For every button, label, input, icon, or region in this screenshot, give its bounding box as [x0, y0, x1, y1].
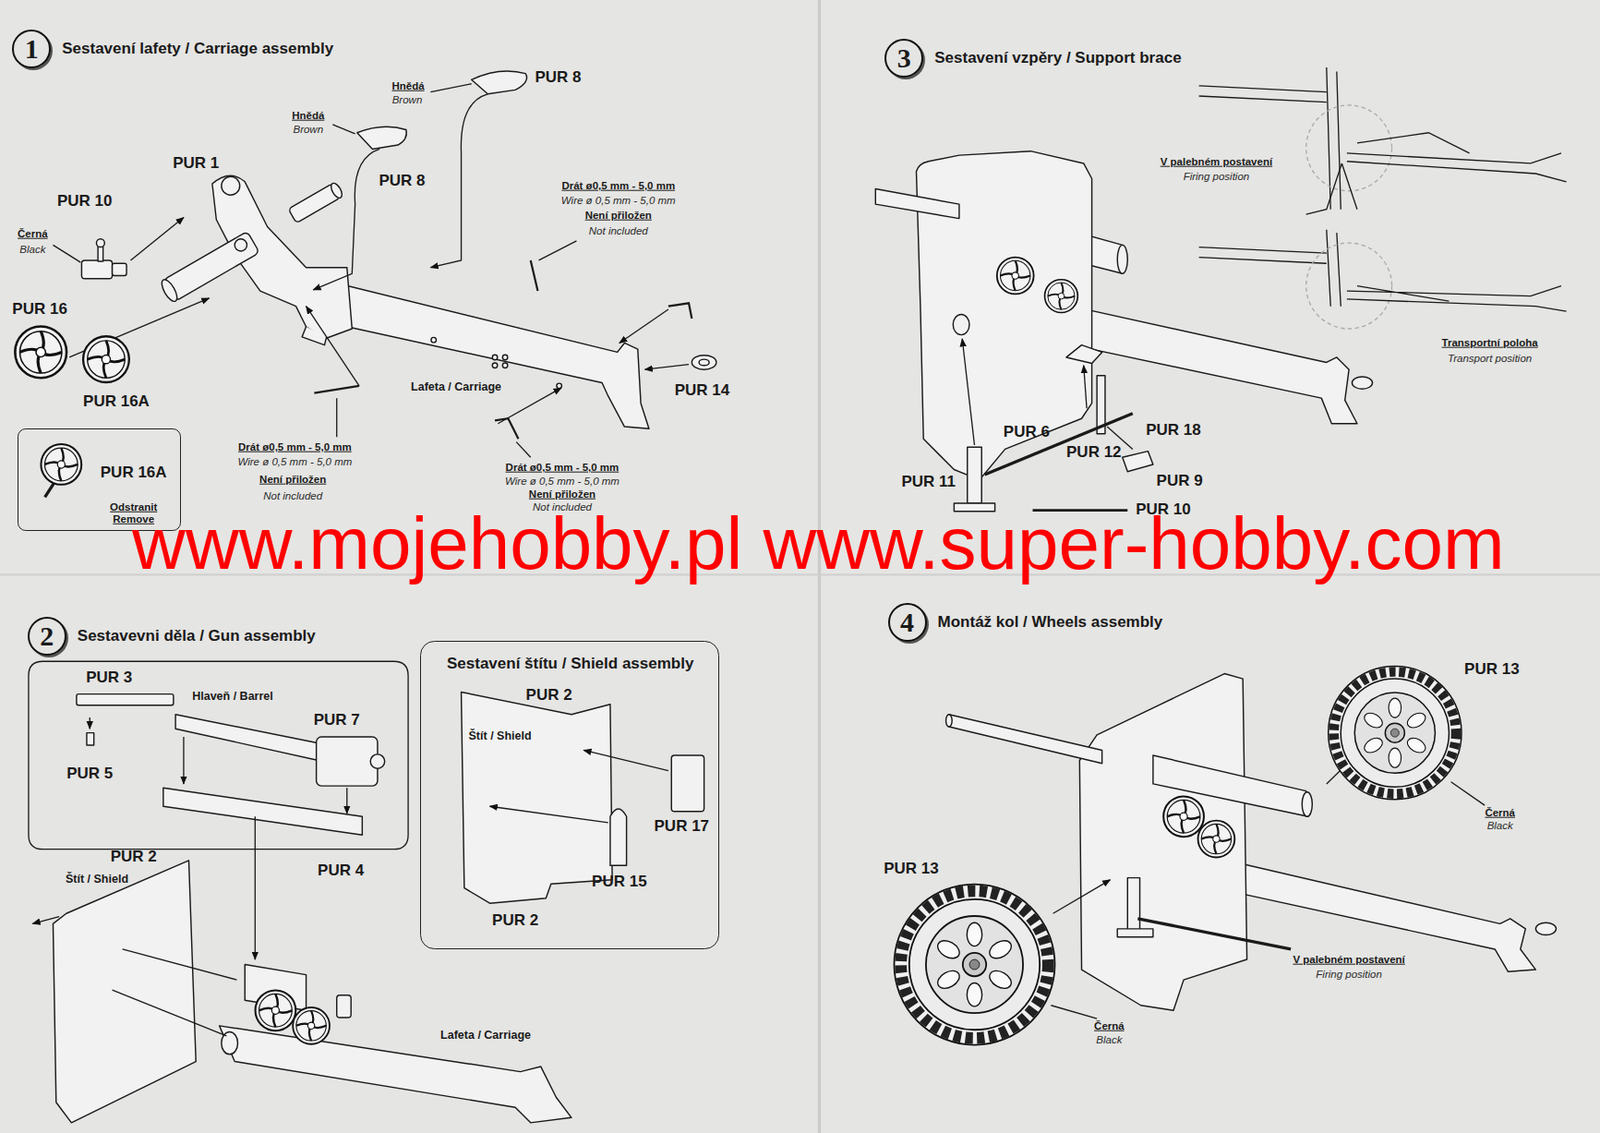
callout-number: PUR 8	[378, 171, 425, 190]
color-note: Transportní poloha	[1442, 336, 1539, 349]
callout-number: PUR 3	[85, 669, 133, 687]
step-number-circle: 1	[12, 29, 51, 69]
callout-number: PUR 17	[654, 818, 710, 836]
box-title: PUR 16A	[100, 463, 168, 482]
note-translation: Black	[19, 242, 46, 255]
step-heading: 2 Sestavevni děla / Gun assembly	[27, 616, 316, 656]
note-translation: Brown	[392, 94, 423, 107]
callout-number: PUR 1	[172, 154, 219, 172]
step-heading: 3 Sestavení vzpěry / Support brace	[884, 38, 1181, 78]
note-translation: Brown	[292, 123, 324, 136]
color-note: Černá	[1094, 1019, 1125, 1032]
color-note: Černá	[17, 228, 49, 241]
callout-number: PUR 2	[526, 685, 573, 704]
note-translation: Wire ø 0,5 mm - 5,0 mm	[561, 193, 676, 206]
step-title: Sestavení vzpěry / Support brace	[934, 48, 1181, 68]
callout-number: PUR 13	[883, 859, 939, 878]
callout-number: PUR 14	[674, 382, 731, 400]
color-note: Drát ø0,5 mm - 5,0 mm	[505, 461, 620, 474]
callout-number: PUR 9	[1156, 471, 1204, 490]
callout-number: PUR 5	[66, 764, 113, 782]
step-number-circle: 4	[888, 602, 927, 642]
color-note: Drát ø0,5 mm - 5,0 mm	[561, 180, 675, 193]
color-note: Černá	[1484, 806, 1516, 819]
step-number-circle: 3	[884, 38, 924, 78]
step-title: Sestavevni děla / Gun assembly	[77, 626, 316, 646]
callout-number: PUR 13	[1464, 661, 1520, 679]
watermark: www.mojehobby.pl www.super-hobby.com	[132, 503, 1505, 585]
callout-number: PUR 7	[313, 711, 361, 730]
callout-number: PUR 11	[901, 472, 956, 491]
note-translation: Black	[1487, 819, 1514, 832]
part-name: Štít / Shield	[469, 730, 532, 744]
step-heading: 4 Montáž kol / Wheels assembly	[888, 602, 1164, 642]
note-translation: Black	[1095, 1034, 1122, 1047]
color-note: Není přiložen	[259, 473, 326, 486]
color-note: Není přiložen	[529, 488, 596, 501]
callout-number: PUR 12	[1066, 443, 1122, 461]
note-translation: Wire ø 0,5 mm - 5,0 mm	[237, 455, 352, 468]
step-title: Montáž kol / Wheels assembly	[938, 613, 1164, 632]
color-note: Hnědá	[392, 80, 425, 93]
color-note: Drát ø0,5 mm - 5,0 mm	[238, 441, 352, 454]
callout-number: PUR 10	[57, 192, 113, 210]
note-translation: Not included	[589, 224, 649, 237]
note-translation: Firing position	[1315, 968, 1383, 981]
step-title: Sestavení lafety / Carriage assembly	[61, 39, 334, 59]
note-translation: Wire ø 0,5 mm - 5,0 mm	[505, 474, 620, 487]
callout-number: PUR 16	[12, 300, 68, 319]
callout-number: PUR 6	[1003, 422, 1050, 441]
note-translation: Not included	[263, 490, 323, 503]
note-translation: Transport position	[1447, 352, 1532, 365]
note-translation: Firing position	[1183, 170, 1251, 183]
part-name: Štít / Shield	[65, 873, 129, 887]
part-name: Lafeta / Carriage	[440, 1029, 531, 1043]
step-heading: 1 Sestavení lafety / Carriage assembly	[12, 29, 334, 69]
step-number-circle: 2	[27, 616, 67, 656]
callout-number: PUR 15	[591, 873, 648, 891]
color-note: V palebném postavení	[1292, 953, 1405, 966]
callout-number: PUR 4	[317, 861, 364, 879]
callout-number: PUR 16A	[83, 393, 150, 411]
color-note: V palebném postavení	[1160, 155, 1273, 168]
color-note: Není přiložen	[585, 209, 652, 222]
color-note: Hnědá	[291, 109, 325, 122]
part-name: Hlaveň / Barrel	[192, 690, 274, 704]
box-title: Sestavení štítu / Shield assembly	[446, 655, 694, 674]
callout-number: PUR 2	[492, 912, 539, 930]
callout-number: PUR 18	[1145, 421, 1202, 440]
callout-number: PUR 2	[110, 848, 157, 867]
part-name: Lafeta / Carriage	[410, 381, 502, 395]
callout-number: PUR 8	[535, 69, 582, 87]
